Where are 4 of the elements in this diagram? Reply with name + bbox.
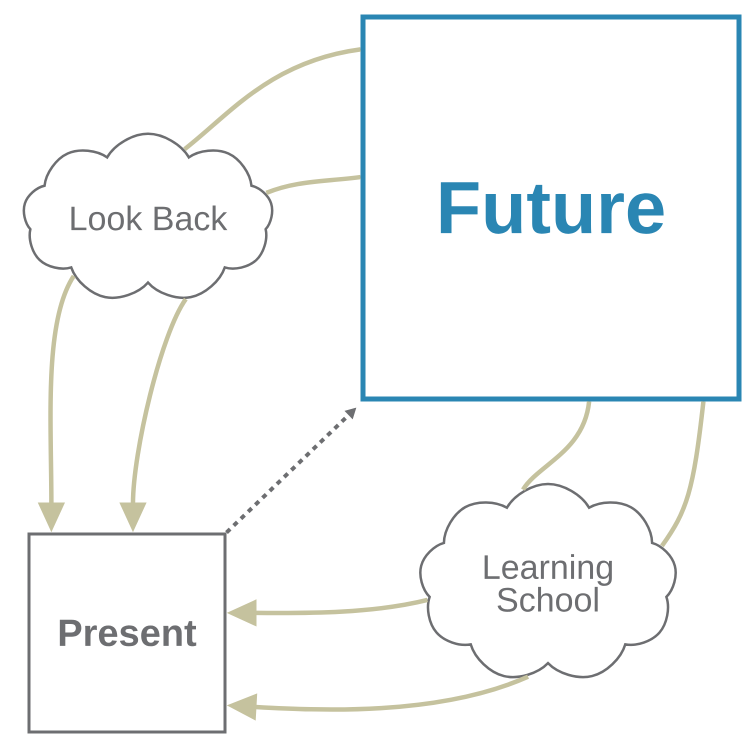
cloud: Look Back xyxy=(22,132,274,300)
future-box: Future xyxy=(360,14,742,402)
cloud: Learning School xyxy=(419,482,677,678)
present-box: Present xyxy=(28,532,226,734)
